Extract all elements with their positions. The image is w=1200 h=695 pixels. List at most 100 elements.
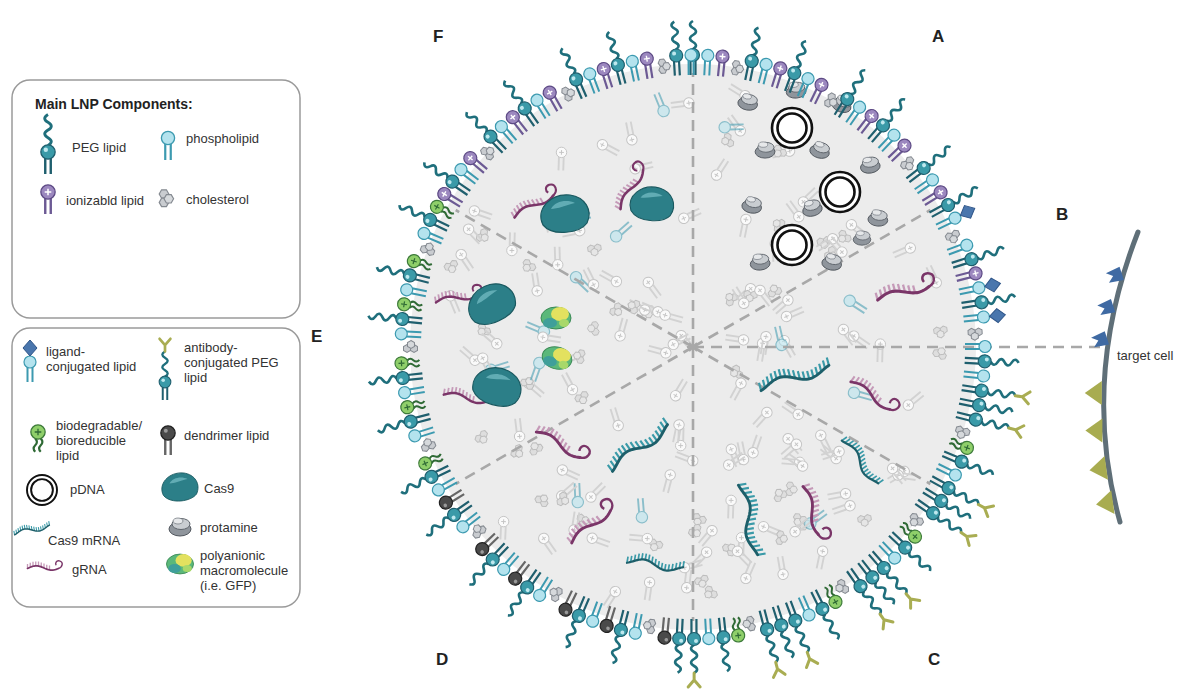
shell-lipid <box>968 328 983 341</box>
shell-lipid <box>639 51 656 79</box>
prot-cargo <box>867 209 888 227</box>
shell-lipid <box>368 309 423 327</box>
legend-icon <box>167 554 194 574</box>
sector-letter: C <box>928 650 940 670</box>
faded-lipid <box>753 283 776 308</box>
faded-lipid <box>534 491 551 508</box>
interior-lipids <box>443 82 948 610</box>
faded-lipid <box>659 309 684 325</box>
legend-text: antibody-conjugated PEG lipid <box>184 340 284 385</box>
gfp-cargo <box>541 307 571 329</box>
faded-lipid <box>529 272 543 297</box>
shell-lipid <box>642 618 656 634</box>
faded-lipid <box>670 419 685 444</box>
target-cell <box>1085 232 1138 522</box>
sector-letter: A <box>932 27 944 47</box>
faded-lipid <box>892 241 918 260</box>
shell-lipid <box>965 340 991 352</box>
cell-label: target cell <box>1117 348 1173 363</box>
faded-lipid <box>641 275 663 300</box>
legend-icons <box>13 115 198 574</box>
shell-lipid <box>547 585 564 603</box>
prot-cargo <box>821 252 843 271</box>
faded-lipid <box>635 498 648 524</box>
shell-lipid <box>421 157 473 198</box>
faded-lipid <box>670 97 694 110</box>
shell-lipid <box>585 600 605 629</box>
cas9-cargo <box>468 361 526 413</box>
shell-lipid <box>657 617 673 645</box>
faded-lipid <box>725 332 750 346</box>
shell-lipid <box>729 617 746 643</box>
cargo <box>434 81 936 573</box>
faded-lipid <box>728 376 748 401</box>
shell-lipid <box>961 291 1016 312</box>
shell-lipid <box>742 616 757 632</box>
legend-icon <box>41 185 55 214</box>
shell-lipid <box>714 49 730 77</box>
ligand-receptor <box>1097 299 1116 317</box>
shell-lipid <box>756 608 786 677</box>
faded-lipid <box>608 407 625 432</box>
shell-lipid <box>419 436 436 452</box>
faded-lipid <box>598 268 623 288</box>
shell-lipid <box>403 340 417 352</box>
shell-lipid <box>701 49 714 76</box>
legend-text: polyanionic macromolecule (i.e. GFP) <box>200 548 296 593</box>
faded-lipid <box>730 285 751 310</box>
ligand-receptor <box>1105 267 1124 285</box>
shell-lipid <box>934 202 978 233</box>
faded-lipid <box>586 532 611 550</box>
legend-text: biodegradable/ bioreducible lipid <box>56 418 152 463</box>
faded-lipid <box>678 558 703 575</box>
shell-lipid <box>503 567 544 619</box>
mrna-cargo <box>841 433 884 487</box>
mrna-cargo <box>737 482 766 556</box>
legend-icon <box>159 190 173 207</box>
faded-lipid <box>512 418 525 442</box>
faded-lipid <box>701 585 718 602</box>
faded-lipid <box>875 339 886 363</box>
antibody-receptor <box>1085 381 1102 405</box>
faded-lipid <box>608 219 634 244</box>
faded-lipid <box>719 121 744 133</box>
pdna-cargo <box>772 108 812 148</box>
shell-lipid <box>823 92 840 110</box>
faded-lipid <box>857 514 872 527</box>
shell-lipid <box>397 297 423 313</box>
shell-lipid <box>731 60 745 76</box>
sector-letter: E <box>311 327 322 347</box>
faded-lipid <box>552 247 563 271</box>
shell-lipid <box>541 84 565 113</box>
legend-text: Cas9 <box>204 481 234 496</box>
faded-lipid <box>556 491 572 508</box>
legend-icon <box>159 339 171 400</box>
sector-divider <box>693 347 930 484</box>
legend-text: protamine <box>200 520 258 535</box>
legend-icon <box>31 425 45 452</box>
legend-text: Cas9 mRNA <box>48 533 120 548</box>
faded-lipid <box>614 317 630 342</box>
shell-lipid <box>560 84 577 102</box>
shell-lipid <box>506 559 532 588</box>
shell-lipid <box>782 599 818 667</box>
shell-lipid <box>628 612 645 640</box>
faded-lipid <box>623 121 638 146</box>
prot-cargo <box>749 253 770 271</box>
shell-lipid <box>854 107 880 136</box>
faded-lipid <box>721 450 746 472</box>
faded-lipid <box>831 499 856 517</box>
antibody-receptor <box>1094 490 1114 516</box>
shell-lipid <box>831 67 871 120</box>
shell-lipid <box>954 425 971 441</box>
legend-text: cholesterol <box>186 192 249 207</box>
cas9-cargo <box>628 183 677 224</box>
shell-lipid <box>687 619 700 687</box>
faded-lipid <box>587 244 602 257</box>
sector-letter: B <box>1056 205 1068 225</box>
faded-lipid <box>775 556 789 581</box>
faded-lipid <box>474 429 492 446</box>
shell-lipid <box>420 240 437 256</box>
shell-lipid <box>658 58 671 73</box>
